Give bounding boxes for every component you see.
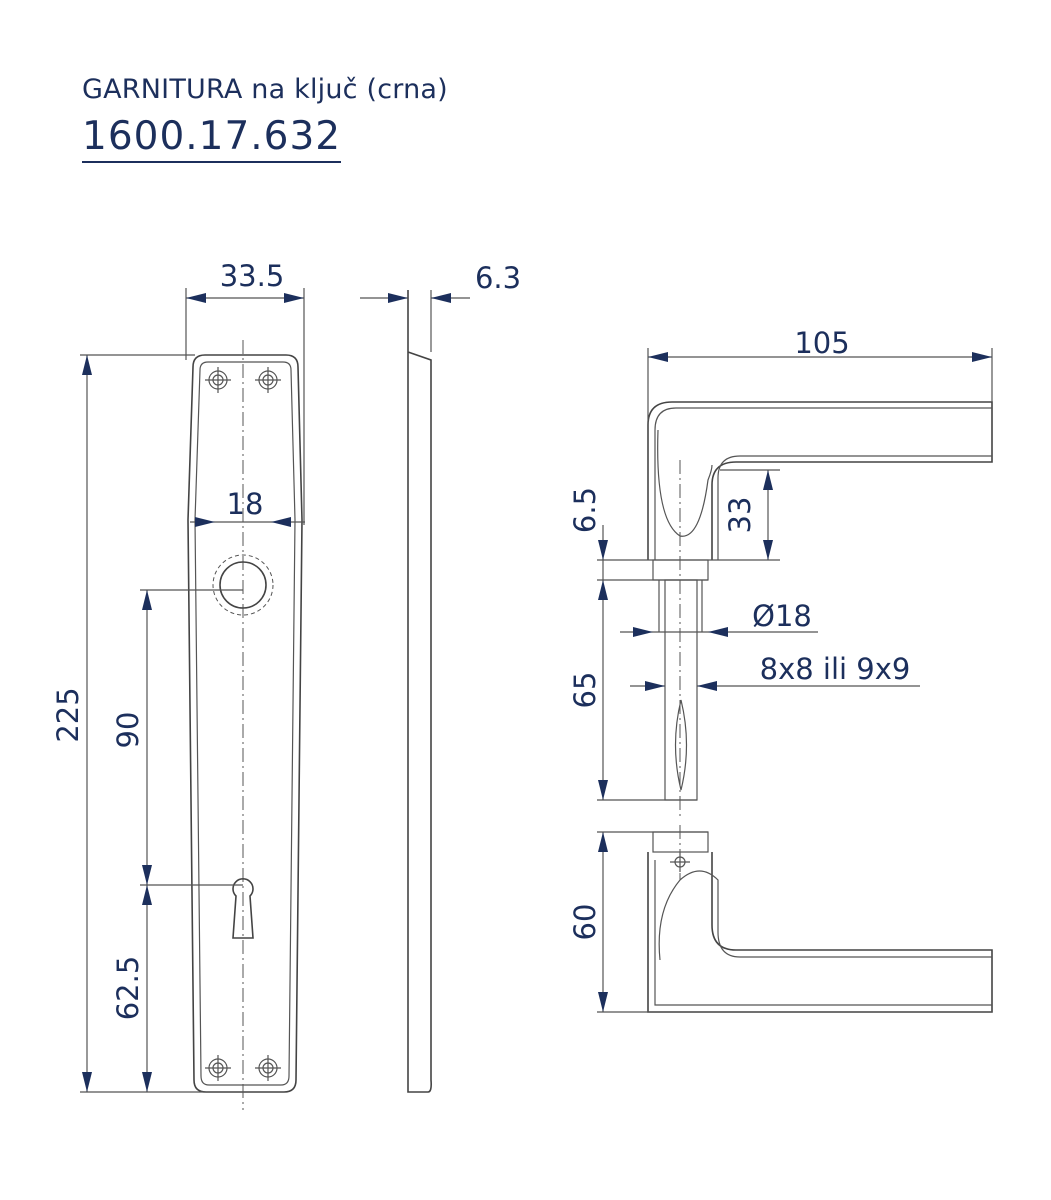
- screw-hole-icon: [205, 367, 281, 1081]
- dim-handle-length: 105: [794, 326, 849, 360]
- product-code: 1600.17.632: [82, 115, 342, 163]
- drawing-title: GARNITURA na ključ (crna): [82, 74, 448, 105]
- dim-rose-offset: 6.5: [568, 487, 602, 533]
- dim-key-to-bottom: 62.5: [111, 956, 145, 1021]
- handle-side-view: [647, 401, 993, 1013]
- dim-spindle-length: 65: [568, 672, 602, 709]
- dim-spindle: 8x8 ili 9x9: [760, 652, 911, 686]
- plate-side-view: 6.3: [360, 261, 521, 1093]
- dim-handle-height: 60: [568, 904, 602, 941]
- plate-front-view: [187, 340, 303, 1110]
- handle-dimensions: 105 33 6.5 65 Ø18 8x8 ili 9x9 60: [568, 326, 993, 1013]
- dim-plate-height: 225: [51, 687, 85, 742]
- dim-hole-width: 18: [227, 487, 264, 521]
- plate-dimensions: 33.5 18 225 90 62.5: [51, 259, 305, 1093]
- spindle-hole-icon: [212, 554, 274, 616]
- keyhole-icon: [232, 878, 254, 939]
- dim-plate-thickness: 6.3: [475, 261, 521, 295]
- dim-grip-height: 33: [723, 497, 757, 534]
- dim-plate-width: 33.5: [220, 259, 285, 293]
- dim-rose-diameter: Ø18: [752, 599, 812, 633]
- dim-hole-to-key: 90: [111, 712, 145, 749]
